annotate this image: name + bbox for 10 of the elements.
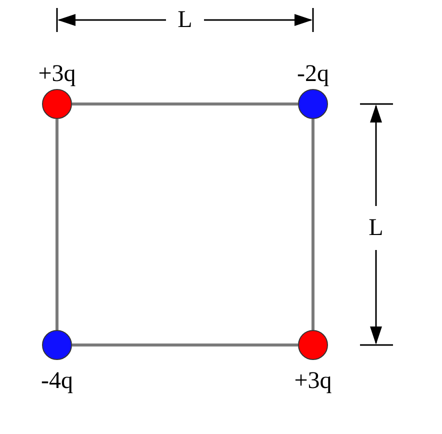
dimension-label: L bbox=[178, 8, 192, 32]
connector-line bbox=[72, 344, 298, 346]
charge-label: +3q bbox=[38, 62, 76, 86]
dimension-label: L bbox=[368, 216, 384, 240]
connector-line bbox=[56, 119, 58, 330]
charge-label: -4q bbox=[41, 369, 73, 393]
charge-label: -2q bbox=[297, 62, 329, 86]
connector-line bbox=[72, 102, 298, 106]
connector-line bbox=[312, 119, 314, 330]
charge-label: +3q bbox=[294, 369, 332, 393]
